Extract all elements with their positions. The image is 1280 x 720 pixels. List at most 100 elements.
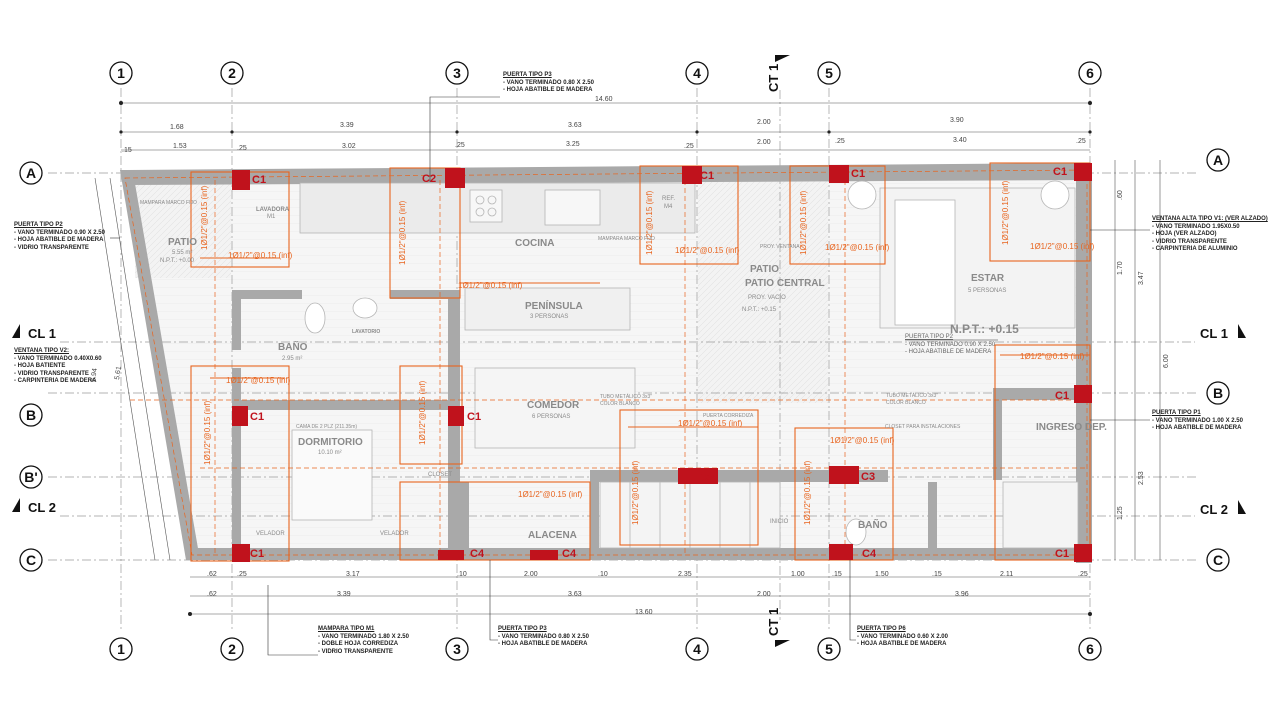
dim-top2-3: 2.00 (757, 139, 771, 146)
column-b3 (448, 406, 464, 426)
svg-text:6: 6 (1086, 641, 1094, 657)
svg-text:5: 5 (825, 641, 833, 657)
central-patio-floor (698, 178, 828, 403)
dim-bot1-6: 2.35 (678, 571, 692, 578)
callout-p2-mid: PUERTA TIPO P2 - VANO TERMINADO 0.90 X 2… (905, 334, 995, 357)
bubble-2-bottom: 2 (220, 637, 244, 661)
column-c3 (438, 550, 464, 560)
sofa-seat (894, 199, 956, 326)
svg-text:B: B (1213, 385, 1223, 401)
wall-kitchen-div (390, 290, 460, 299)
dim-bot1-2: 3.17 (346, 571, 360, 578)
callout-line: - CARPINTERIA DE MADERA (14, 378, 97, 384)
column-a2 (232, 170, 250, 190)
tag-c4-c5: C4 (862, 548, 877, 560)
dim-bot2-3: 2.00 (757, 591, 771, 598)
rebar-label-h4: 1Ø1/2"@0.15 (inf) (1030, 242, 1095, 251)
dim-top-small-0: .15 (122, 147, 132, 154)
rebar-dashed (124, 169, 1088, 556)
callout-title: PUERTA TIPO P3 (503, 72, 552, 78)
room-velador2: VELADOR (380, 531, 409, 537)
rebar-label-v5: 1Ø1/2"@0.15 (inf) (1001, 180, 1010, 245)
room-mampara: MAMPARA MARCO FIJO (140, 200, 197, 206)
dim-top-small-4: .25 (835, 138, 845, 145)
callout-line: - VANO TERMINADO 0.80 X 2.50 (498, 633, 589, 640)
dim-top-total: 14.60 (595, 96, 613, 103)
callout-line: - VANO TERMINADO 1.95X0.50 (1152, 223, 1240, 230)
dim-top-small-1: .25 (237, 145, 247, 152)
column-a4 (682, 166, 702, 184)
wall-bath-left (232, 290, 241, 350)
room-comedor-sub: 6 PERSONAS (532, 414, 570, 420)
bubble-6-top: 6 (1078, 61, 1102, 85)
cl1-right-arrow-icon (1238, 324, 1246, 338)
dimension-lines (94, 102, 1161, 615)
callout-line: - VANO TERMINADO 0.90 X 2.50 (14, 229, 105, 236)
callout-line: - CARPINTERIA DE ALUMINIO (1152, 246, 1238, 252)
svg-text:B': B' (24, 469, 37, 485)
grid-bubbles: 1 2 3 4 5 6 1 2 3 4 5 6 A B B' C A B C (19, 61, 1230, 661)
bubble-b-left: B (19, 403, 43, 427)
dim-bot1-7: 1.00 (791, 571, 805, 578)
room-estar: ESTAR (971, 273, 1005, 284)
bubble-1-top: 1 (109, 61, 133, 85)
callout-line: - VIDRIO TRANSPARENTE (14, 244, 89, 251)
dim-right-1: 6.00 (1163, 354, 1170, 368)
svg-text:C: C (1213, 552, 1223, 568)
dining-table (474, 367, 636, 449)
room-tubo1-color: COLOR BLANCO (600, 401, 640, 407)
dim-right-0: 3.47 (1138, 271, 1145, 285)
ct1-top: CT 1 (766, 64, 781, 92)
dim-top1-1: 3.39 (340, 122, 354, 129)
room-bano2: BAÑO (858, 518, 888, 531)
column-c4 (530, 550, 558, 560)
bubble-5-top: 5 (817, 61, 841, 85)
svg-text:3: 3 (453, 641, 461, 657)
dim-top2-2: 3.25 (566, 141, 580, 148)
structural-columns (232, 163, 1092, 562)
rebar-label-h10: 1Ø1/2"@0.15 (inf) (518, 490, 583, 499)
room-proy-vacio: PROY. VACÍO (748, 294, 786, 301)
dim-bot1-10: .15 (932, 571, 942, 578)
bubble-c-right: C (1206, 548, 1230, 572)
stairs2 (1002, 481, 1079, 549)
column-a5 (829, 165, 849, 183)
wall-ingreso-top (993, 388, 1083, 400)
bubble-4-bottom: 4 (685, 637, 709, 661)
rebar-label-h8: 1Ø1/2"@0.15 (inf) (678, 419, 743, 428)
callout-p3-bottom: PUERTA TIPO P3 - VANO TERMINADO 0.80 X 2… (498, 626, 589, 649)
svg-text:B: B (26, 407, 36, 423)
room-ref: REF. (662, 196, 675, 202)
bubble-a-left: A (19, 161, 43, 185)
column-bp4 (678, 468, 718, 484)
tag-c1-c2: C1 (250, 548, 264, 560)
callout-line: - VIDRIO TRANSPARENTE (14, 370, 89, 377)
tag-c2-bp4: C2 (700, 472, 714, 484)
callout-line: - VANO TERMINADO 0.40X0.60 (14, 355, 102, 362)
room-puerta-corrediza: PUERTA CORREDIZA (703, 413, 754, 419)
callout-title: PUERTA TIPO P2 (905, 334, 954, 340)
svg-text:4: 4 (693, 641, 701, 657)
callout-p1-right: PUERTA TIPO P1 - VANO TERMINADO 1.00 X 2… (1152, 410, 1243, 433)
dim-bot-total: 13.60 (635, 609, 653, 616)
callout-line: - VANO TERMINADO 0.60 X 2.00 (857, 633, 948, 640)
npt-estar: N.P.T.: +0.15 (950, 322, 1019, 336)
svg-text:6: 6 (1086, 65, 1094, 81)
room-patio-area: 5.55 m² (172, 250, 192, 256)
tag-c1-a2: C1 (252, 174, 266, 186)
dim-top-small-5: .25 (1076, 138, 1086, 145)
bubble-a-right: A (1206, 148, 1230, 172)
dim-top2-1: 3.02 (342, 143, 356, 150)
dim-left-0: 5.94 (90, 368, 99, 383)
cl2-right-arrow-icon (1238, 500, 1246, 514)
npt-patio: N.P.T.: +0.00 (160, 258, 195, 264)
tag-c1-b6: C1 (1055, 390, 1069, 402)
dim-top1-0: 1.68 (170, 124, 184, 131)
rebar-label-v3: 1Ø1/2"@0.15 (inf) (645, 190, 654, 255)
column-b2 (232, 406, 248, 426)
svg-text:5: 5 (825, 65, 833, 81)
callout-m1-bottom: MAMPARA TIPO M1 - VANO TERMINADO 1.80 X … (318, 626, 409, 656)
npt-central: N.P.T.: +0.15 (742, 307, 777, 313)
dim-bot2-1: 3.39 (337, 591, 351, 598)
